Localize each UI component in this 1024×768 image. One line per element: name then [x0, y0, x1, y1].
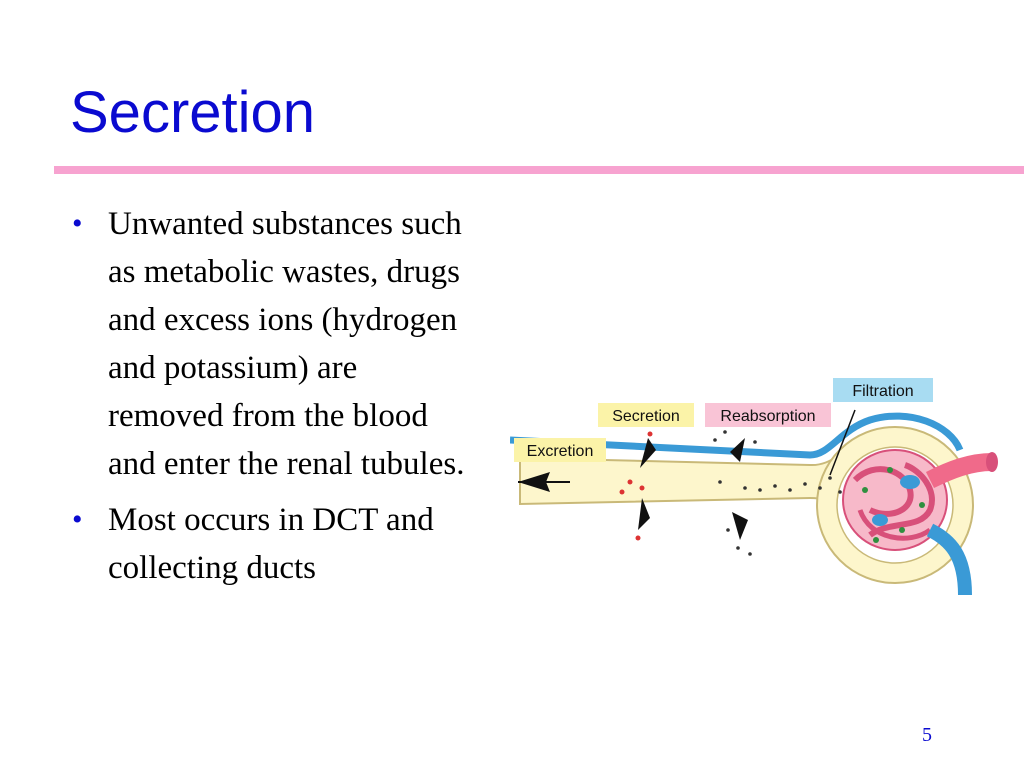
bullet-item: • Unwanted substances such as metabolic … — [70, 200, 480, 488]
glomerulus — [842, 449, 948, 551]
excretion-label: Excretion — [527, 443, 594, 460]
title-divider — [54, 166, 1024, 174]
filtration-pointer — [829, 409, 856, 476]
peritubular-vessel — [510, 412, 964, 459]
slide-title: Secretion — [70, 80, 316, 145]
secretion-label: Secretion — [612, 408, 680, 425]
reabsorption-arrow — [730, 438, 745, 462]
secretion-arrow — [638, 498, 650, 530]
secretion-label-box — [598, 403, 694, 427]
bullet-marker: • — [72, 503, 83, 536]
bullet-text: Most occurs in DCT and collecting ducts — [108, 502, 434, 586]
nephron-diagram: Filtration Secretion Reabsorption Excret… — [510, 378, 998, 596]
reabsorption-label: Reabsorption — [720, 408, 815, 425]
reabsorption-arrow — [732, 512, 748, 540]
filtration-label-box — [833, 378, 933, 402]
efferent-vessel — [926, 523, 972, 596]
filtration-label: Filtration — [852, 383, 913, 400]
bullet-marker: • — [72, 207, 83, 240]
secretion-arrow — [640, 438, 656, 468]
bullet-item: • Most occurs in DCT and collecting duct… — [70, 496, 480, 592]
bullet-text: Unwanted substances such as metabolic wa… — [108, 206, 465, 482]
bullet-list: • Unwanted substances such as metabolic … — [70, 200, 480, 600]
reabsorption-label-box — [705, 403, 831, 427]
excretion-label-box — [514, 438, 606, 462]
page-number: 5 — [922, 724, 932, 746]
afferent-arteriole — [925, 453, 993, 489]
solute-dots — [713, 430, 842, 556]
